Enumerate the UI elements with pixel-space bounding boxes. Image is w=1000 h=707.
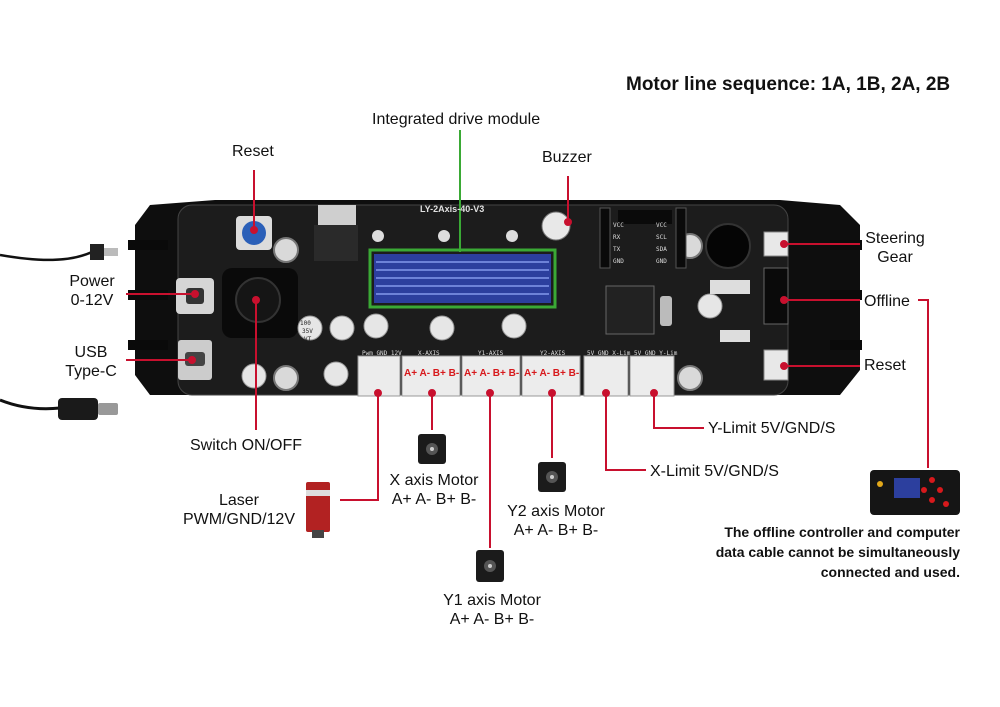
steering-label-line2: Gear [877,249,913,266]
y1-polarity: A+ A- B+ B- [464,368,520,379]
x-motor-label: X axis Motor A+ A- B+ B- [384,471,484,509]
x-limit-label: X-Limit 5V/GND/S [650,463,779,480]
power-label-line2: 0-12V [70,292,114,309]
silk-pin-4: GND [613,258,624,265]
silk-xaxis: X-AXIS [418,350,440,357]
silk-pin-2: RX [613,234,621,241]
silk-pwm: Pwm GND 12V [362,350,402,357]
silk-pin-r4: GND [656,258,667,265]
reset-right-label: Reset [864,357,906,374]
silk-ylim: 5V GND Y-Lim [634,350,678,357]
cap-text-2: 35V [302,328,313,335]
offline-controller-image [870,470,960,515]
x-motor-image [418,434,446,464]
cap-text-3: VT [304,336,312,343]
cap-text-1: 100 [300,320,311,327]
y2-motor-label-line2: A+ A- B+ B- [513,522,599,539]
usb-cable [0,398,118,420]
y2-motor-label: Y2 axis Motor A+ A- B+ B- [500,502,612,540]
y-limit-label: Y-Limit 5V/GND/S [708,420,836,437]
y2-polarity: A+ A- B+ B- [524,368,580,379]
laser-image [306,482,330,538]
y1-motor-label-line1: Y1 axis Motor [443,592,541,609]
note-line-1: The offline controller and computer [724,524,960,540]
x-polarity: A+ A- B+ B- [404,368,460,379]
steering-label: Steering Gear [860,229,930,267]
offline-warning-note: The offline controller and computer data… [690,522,960,582]
note-line-2: data cable cannot be simultaneously [715,544,960,560]
x-motor-label-line2: A+ A- B+ B- [391,491,477,508]
buzzer-label: Buzzer [542,149,592,166]
usb-label-line1: USB [74,344,108,361]
silk-pin-1: VCC [613,222,624,229]
silk-pin-r3: SDA [656,246,667,253]
steering-label-line1: Steering [865,230,925,247]
power-label-line1: Power [69,273,115,290]
laser-label-line2: PWM/GND/12V [182,511,295,528]
y2-motor-label-line1: Y2 axis Motor [507,503,605,520]
note-line-3: connected and used. [820,564,960,580]
silk-xlim: 5V GND X-Lim [587,350,631,357]
silk-pin-3: TX [613,246,621,253]
silk-y1axis: Y1-AXIS [478,350,504,357]
laser-label-line1: Laser [218,492,260,509]
silk-pin-r2: SCL [656,234,667,241]
usb-label: USB Type-C [58,343,124,381]
y1-motor-image [476,550,504,582]
y1-motor-label-line2: A+ A- B+ B- [449,611,535,628]
integrated-drive-label: Integrated drive module [372,111,541,128]
leader-lines [126,170,929,548]
switch-label: Switch ON/OFF [190,437,303,454]
power-label: Power 0-12V [60,272,124,310]
page-title: Motor line sequence: 1A, 1B, 2A, 2B [626,74,951,95]
silk-pin-r1: VCC [656,222,667,229]
usb-label-line2: Type-C [65,363,117,380]
controller-board [128,200,862,397]
offline-label: Offline [864,293,910,310]
x-motor-label-line1: X axis Motor [389,472,479,489]
board-id: LY-2Axis-40-V3 [420,204,485,214]
power-cable [0,244,118,262]
y2-motor-image [538,462,566,492]
laser-label: Laser PWM/GND/12V [180,491,298,529]
reset-top-label: Reset [232,143,274,160]
silk-y2axis: Y2-AXIS [540,350,566,357]
y1-motor-label: Y1 axis Motor A+ A- B+ B- [436,591,548,629]
